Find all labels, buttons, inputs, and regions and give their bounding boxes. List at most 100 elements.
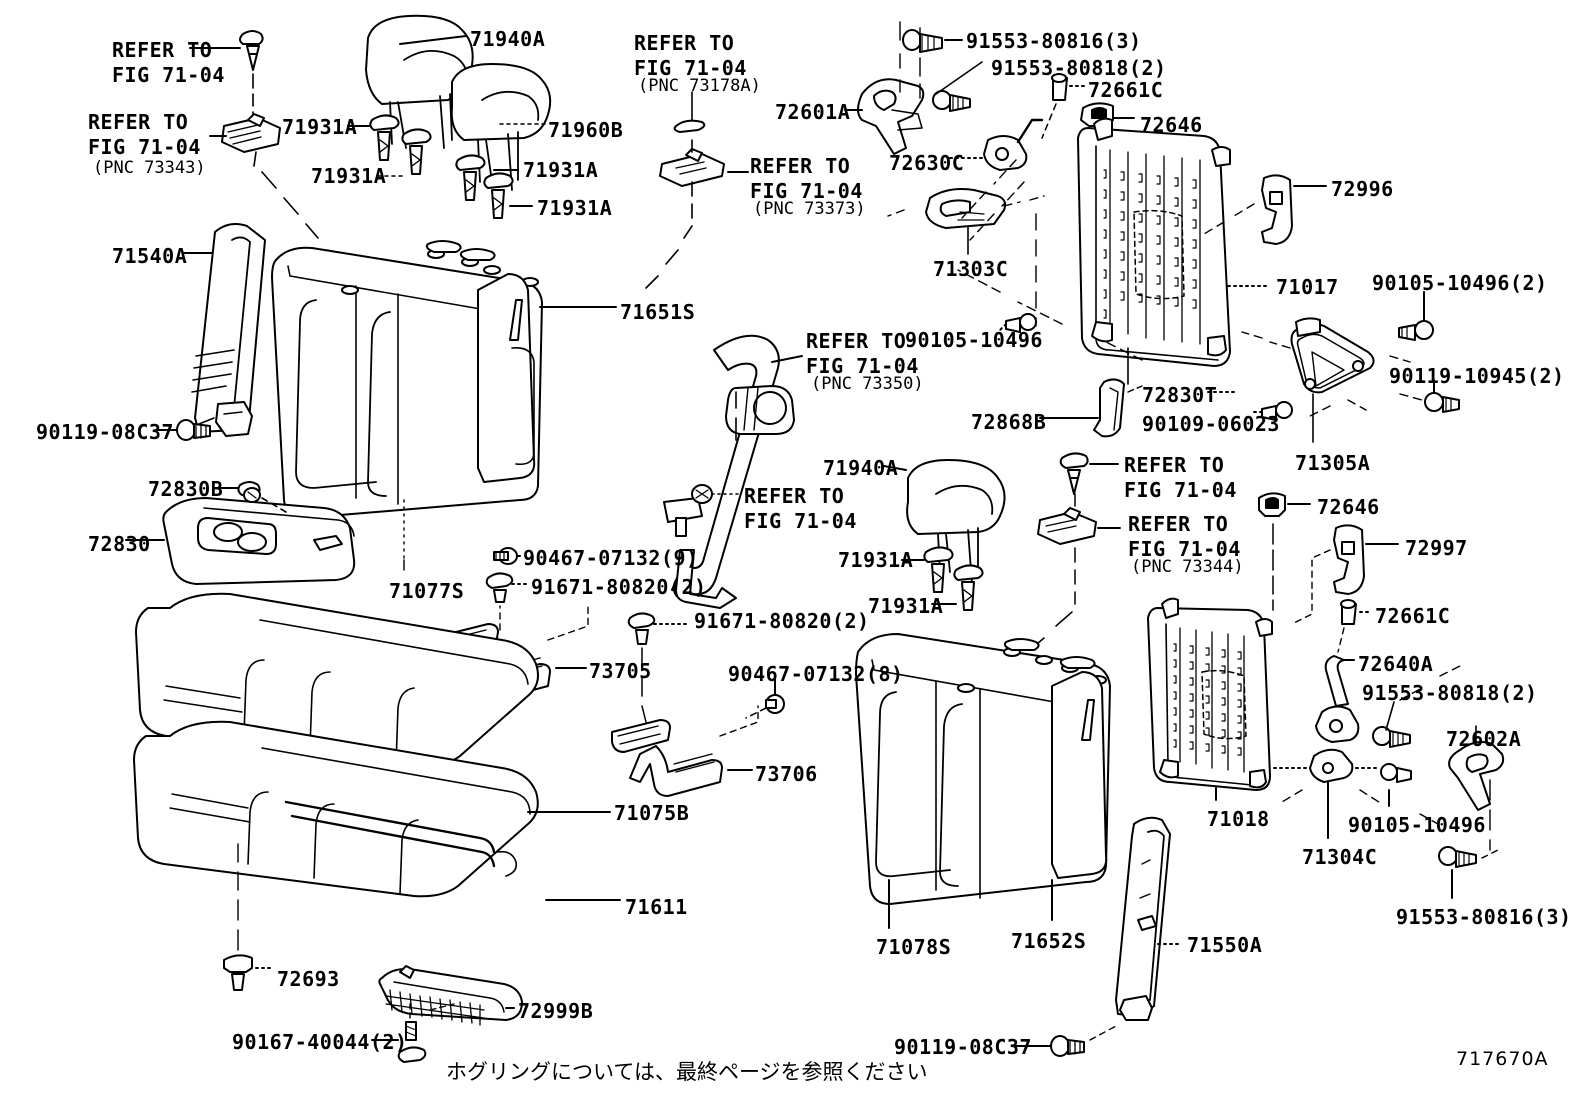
part-label-refer-71-04-c: REFER TO FIG 71-04 [634, 31, 747, 80]
clip-73373 [659, 148, 725, 187]
clip-72996 [1261, 174, 1293, 245]
part-label-pn-71305A: 71305A [1295, 451, 1371, 475]
hinge-73706 [611, 719, 723, 797]
part-label-pn-72661C-2: 72661C [1375, 604, 1451, 628]
part-label-pn-71931A-3: 71931A [523, 158, 599, 182]
part-label-pn-71540A: 71540A [112, 244, 188, 268]
part-label-pn-71078S: 71078S [876, 935, 952, 959]
part-label-pn-90467-07132-8: 90467-07132(8) [728, 662, 904, 686]
part-label-pn-71550A: 71550A [1187, 933, 1263, 957]
bracket-72868B [1093, 378, 1125, 438]
part-label-pn-71018: 71018 [1207, 807, 1270, 831]
part-label-pnc-73343: (PNC 73343) [93, 158, 206, 178]
part-label-pn-90109-06023: 90109-06023 [1142, 412, 1280, 436]
part-label-pn-91553-80818-2b: 91553-80818(2) [1362, 681, 1538, 705]
part-label-pn-90119-08C37-1: 90119-08C37 [36, 420, 174, 444]
bolt-belt-anchor [691, 484, 713, 504]
part-label-pn-90119-08C37-2: 90119-08C37 [894, 1035, 1032, 1059]
part-label-pn-90467-07132-9: 90467-07132(9) [523, 546, 699, 570]
part-label-pn-71931A-4: 71931A [537, 196, 613, 220]
part-label-pn-72868B: 72868B [971, 410, 1047, 434]
clip-72693 [223, 954, 253, 991]
bolt-91671-80820-2a [485, 572, 514, 603]
part-label-pn-72640A: 72640A [1358, 652, 1434, 676]
part-label-pn-91671-80820-2b: 91671-80820(2) [694, 609, 870, 633]
trim-71540A [191, 223, 266, 437]
bolt-90119-10945-2 [1424, 392, 1460, 413]
part-label-pn-72830: 72830 [88, 532, 151, 556]
part-label-pn-90119-10945-2: 90119-10945(2) [1389, 364, 1565, 388]
part-label-pn-72997: 72997 [1405, 536, 1468, 560]
bracket-71303C [925, 188, 1007, 229]
part-label-pn-71077S: 71077S [389, 579, 465, 603]
part-label-pn-71940A-top: 71940A [470, 27, 546, 51]
bolt-90105-10496-2a [1398, 320, 1434, 341]
clip-73344 [1037, 507, 1097, 545]
latch-72630C [983, 118, 1044, 171]
screw-91553-80818-2b [1372, 726, 1411, 748]
part-label-pn-71931A-2: 71931A [311, 164, 387, 188]
bolt-91671-80820-2b [627, 612, 656, 645]
armrest-72830 [162, 497, 356, 585]
part-label-pn-71940A-bot: 71940A [823, 456, 899, 480]
part-label-pnc-73344: (PNC 73344) [1131, 557, 1244, 577]
seat-cushion-71075B [135, 592, 539, 768]
buckle-72601A [857, 78, 925, 155]
part-label-pn-72646-2: 72646 [1317, 495, 1380, 519]
part-label-pn-71652S: 71652S [1011, 929, 1087, 953]
part-label-pn-72646-1: 72646 [1140, 113, 1203, 137]
part-label-pn-72830B: 72830B [148, 477, 224, 501]
part-label-pn-90167-40044-2: 90167-40044(2) [232, 1030, 408, 1054]
rod-latch-72640A [1315, 655, 1360, 743]
bolt-90467-07132-9 [493, 547, 518, 565]
part-label-refer-71-04-a: REFER TO FIG 71-04 [112, 38, 225, 87]
diagram-number: 717670A [1456, 1048, 1549, 1070]
bolt-90119-08C37-left [176, 419, 211, 441]
part-label-pn-71611: 71611 [625, 895, 688, 919]
screw-91553-80818-2a [932, 90, 971, 112]
grille-72999B [378, 965, 523, 1026]
part-label-refer-71-04-f: REFER TO FIG 71-04 [744, 484, 857, 533]
part-label-pn-71304C: 71304C [1302, 845, 1378, 869]
trim-71550A [1115, 816, 1171, 1021]
part-label-pn-91553-80818-2a: 91553-80818(2) [991, 56, 1167, 80]
screw-91553-80816-3a [902, 29, 943, 53]
part-label-pn-90105-10496-2a: 90105-10496(2) [1372, 271, 1548, 295]
part-label-refer-71-04-b: REFER TO FIG 71-04 [88, 110, 201, 159]
part-label-pn-91553-80816-3b: 91553-80816(3) [1396, 905, 1572, 929]
part-label-refer-71-04-g: REFER TO FIG 71-04 [1124, 453, 1237, 502]
part-label-pn-71075B: 71075B [614, 801, 690, 825]
part-label-pn-72602A: 72602A [1446, 727, 1522, 751]
clip-72830B [237, 481, 261, 503]
part-label-pnc-73373: (PNC 73373) [753, 199, 866, 219]
footnote-japanese: ホグリングについては、最終ページを参照ください [446, 1060, 928, 1084]
part-label-pn-72693: 72693 [277, 967, 340, 991]
clip-72997 [1333, 524, 1365, 595]
part-label-pn-71017: 71017 [1276, 275, 1339, 299]
part-label-pn-71651S: 71651S [620, 300, 696, 324]
bolt-90105-10496-c [1380, 763, 1412, 783]
part-label-pnc-73350: (PNC 73350) [811, 374, 924, 394]
bolt-90467-07132-8 [765, 694, 785, 714]
part-label-pn-71931A-5: 71931A [838, 548, 914, 572]
part-label-pn-91553-80816-3a: 91553-80816(3) [966, 29, 1142, 53]
headrest-71940A-top [365, 14, 474, 149]
bracket-71304C [1309, 748, 1354, 783]
part-label-pn-72999B: 72999B [518, 999, 594, 1023]
bracket-71305A [1290, 317, 1375, 394]
frame-71018 [1147, 597, 1273, 791]
bolt-90119-08C37-bottom [1050, 1035, 1085, 1057]
part-label-pn-90105-10496-c: 90105-10496 [1348, 813, 1486, 837]
part-label-pn-71960B: 71960B [548, 118, 624, 142]
part-label-pn-72630C: 72630C [889, 151, 965, 175]
screw-91553-80816-3b [1438, 846, 1477, 868]
clip-73343 [221, 113, 281, 153]
part-label-pn-73705: 73705 [589, 659, 652, 683]
part-label-pn-71931A-6: 71931A [868, 594, 944, 618]
part-label-refer-71-04-d: REFER TO FIG 71-04 [750, 154, 863, 203]
part-label-pn-71931A-1: 71931A [282, 115, 358, 139]
hinge-73705 [439, 623, 551, 701]
buckle-72602A [1448, 741, 1505, 811]
part-label-pnc-73178A: (PNC 73178A) [638, 76, 761, 96]
